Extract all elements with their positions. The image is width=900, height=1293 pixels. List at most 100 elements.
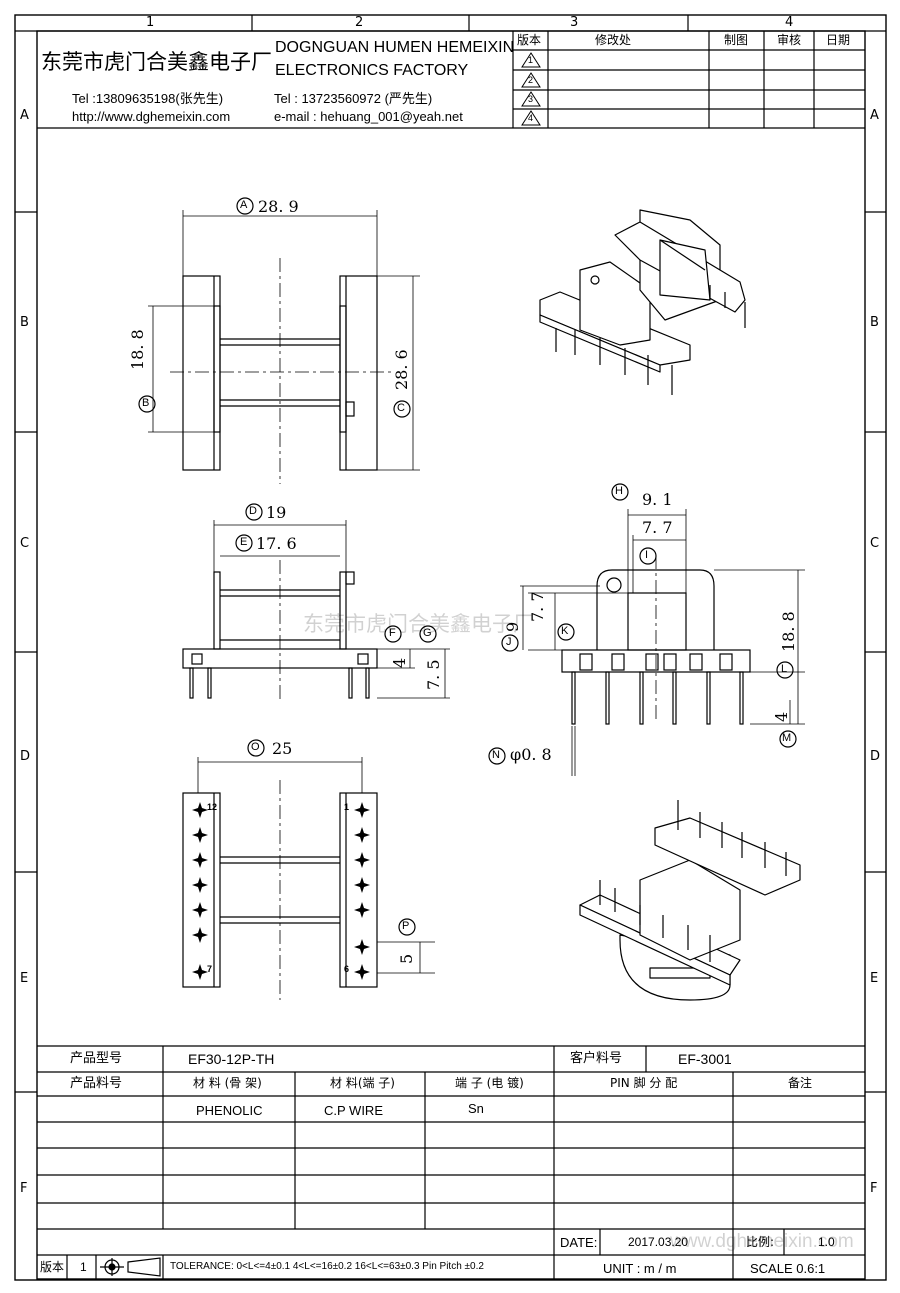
part-no-label: 产品料号 — [70, 1076, 123, 1091]
pin-number-12: 12 — [207, 802, 218, 812]
row-label-d-left: D — [20, 749, 31, 764]
bottom-view-pin-marks — [192, 802, 370, 980]
pin-number-1: 1 — [344, 802, 350, 812]
dim-letter-b: B — [142, 397, 150, 409]
dim-value-i: 7. 7 — [642, 518, 673, 537]
revision-header-review: 审核 — [777, 33, 802, 47]
row-label-d-right: D — [870, 749, 881, 764]
customer-no-value: EF-3001 — [678, 1051, 732, 1067]
row-label-f-right: F — [870, 1181, 878, 1196]
dim-value-d: 19 — [266, 503, 287, 522]
company-name-en-line1: DOGNGUAN HUMEN HEMEIXIN — [275, 39, 515, 56]
dim-value-g: 7. 5 — [424, 659, 443, 690]
tolerance-text: TOLERANCE: 0<L<=4±0.1 4<L<=16±0.2 16<L<=… — [170, 1261, 484, 1272]
customer-no-label: 客户料号 — [570, 1051, 623, 1066]
dim-letter-o: O — [251, 741, 260, 753]
row-label-b-right: B — [870, 315, 879, 330]
company-email[interactable]: e-mail : hehuang_001@yeah.net — [274, 109, 463, 124]
plating-value: Sn — [468, 1101, 484, 1116]
column-label-1: 1 — [146, 15, 155, 30]
row-label-c-right: C — [870, 536, 880, 551]
dim-value-h: 9. 1 — [642, 490, 673, 509]
ratio-value: 1.0 — [818, 1235, 835, 1249]
unit-text: UNIT : m / m — [603, 1261, 677, 1276]
column-label-4: 4 — [785, 15, 794, 30]
revision-header-drawn: 制图 — [724, 33, 749, 47]
isometric-view-bottom — [579, 800, 801, 1001]
company-tel1: Tel :13809635198(张先生) — [72, 91, 224, 106]
col-material-bobbin: 材 料 (骨 架) — [193, 1076, 262, 1090]
dim-letter-l: L — [781, 663, 788, 675]
pin-number-6: 6 — [344, 964, 350, 974]
side-view — [488, 483, 805, 776]
row-label-f-left: F — [20, 1181, 28, 1196]
dim-letter-e: E — [240, 536, 248, 548]
dim-value-e: 17. 6 — [256, 534, 297, 553]
dim-letter-h: H — [615, 485, 623, 497]
dim-value-l: 18. 8 — [779, 611, 798, 652]
dim-letter-c: C — [397, 402, 405, 414]
dim-letter-m: M — [782, 732, 792, 744]
dim-letter-n: N — [492, 749, 500, 761]
company-tel2: Tel : 13723560972 (严先生) — [274, 91, 433, 106]
dim-value-a: 28. 9 — [258, 197, 299, 216]
watermark-center: 东莞市虎门合美鑫电子厂 — [303, 612, 534, 636]
isometric-view-top — [539, 209, 746, 395]
ratio-label: 比例: — [746, 1235, 775, 1249]
dim-value-m: 4 — [772, 711, 791, 722]
revision-header-version: 版本 — [517, 33, 542, 47]
revision-row-2: 2 — [528, 75, 534, 85]
dim-letter-i: I — [645, 549, 649, 561]
dim-value-o: 25 — [272, 739, 293, 758]
material-bobbin-value: PHENOLIC — [196, 1103, 263, 1118]
dim-value-n: φ0. 8 — [510, 745, 552, 764]
version-label: 版本 — [40, 1260, 65, 1274]
revision-row-4: 4 — [528, 113, 534, 123]
col-material-pin: 材 料(端 子) — [330, 1076, 395, 1090]
dim-letter-g: G — [423, 627, 432, 639]
column-label-3: 3 — [570, 15, 579, 30]
model-value: EF30-12P-TH — [188, 1051, 275, 1067]
model-label: 产品型号 — [70, 1051, 123, 1066]
company-website[interactable]: http://www.dghemeixin.com — [72, 109, 231, 124]
dim-value-p: 5 — [397, 953, 416, 964]
column-label-2: 2 — [355, 15, 364, 30]
row-label-a-left: A — [20, 108, 29, 123]
watermark-bottom: www.dghemeixin.com — [670, 1231, 854, 1252]
dim-letter-f: F — [389, 627, 396, 639]
dim-letter-j: J — [506, 636, 512, 648]
bottom-view — [182, 739, 435, 1000]
revision-row-3: 3 — [528, 94, 534, 104]
dim-value-b: 18. 8 — [128, 329, 147, 370]
top-view — [138, 197, 420, 484]
row-label-e-left: E — [20, 971, 29, 986]
row-label-c-left: C — [20, 536, 30, 551]
company-name-cn: 东莞市虎门合美鑫电子厂 — [41, 50, 272, 74]
dim-letter-d: D — [249, 505, 257, 517]
dim-letter-a: A — [240, 199, 248, 211]
row-label-a-right: A — [870, 108, 879, 123]
scale-text: SCALE 0.6:1 — [750, 1261, 826, 1276]
version-value: 1 — [80, 1260, 87, 1274]
col-pin-assign: PIN 脚 分 配 — [610, 1076, 678, 1090]
dim-value-c: 28. 6 — [392, 349, 411, 390]
dim-value-f: 4 — [390, 657, 409, 668]
dim-letter-p: P — [402, 920, 410, 932]
dim-letter-k: K — [561, 625, 569, 637]
pin-number-7: 7 — [207, 964, 213, 974]
date-value: 2017.03.20 — [628, 1235, 689, 1249]
revision-row-1: 1 — [528, 55, 534, 65]
col-remark: 备注 — [788, 1076, 813, 1090]
row-label-b-left: B — [20, 315, 29, 330]
projection-symbol-icon — [100, 1257, 161, 1277]
date-label: DATE: — [560, 1235, 598, 1250]
revision-header-change: 修改处 — [595, 33, 632, 47]
material-pin-value: C.P WIRE — [324, 1103, 383, 1118]
col-plating: 端 子 (电 镀) — [455, 1076, 524, 1090]
revision-header-date: 日期 — [826, 33, 851, 47]
row-label-e-right: E — [870, 971, 879, 986]
front-view — [182, 503, 450, 700]
revision-triangles — [521, 52, 541, 126]
company-name-en-line2: ELECTRONICS FACTORY — [275, 62, 469, 79]
